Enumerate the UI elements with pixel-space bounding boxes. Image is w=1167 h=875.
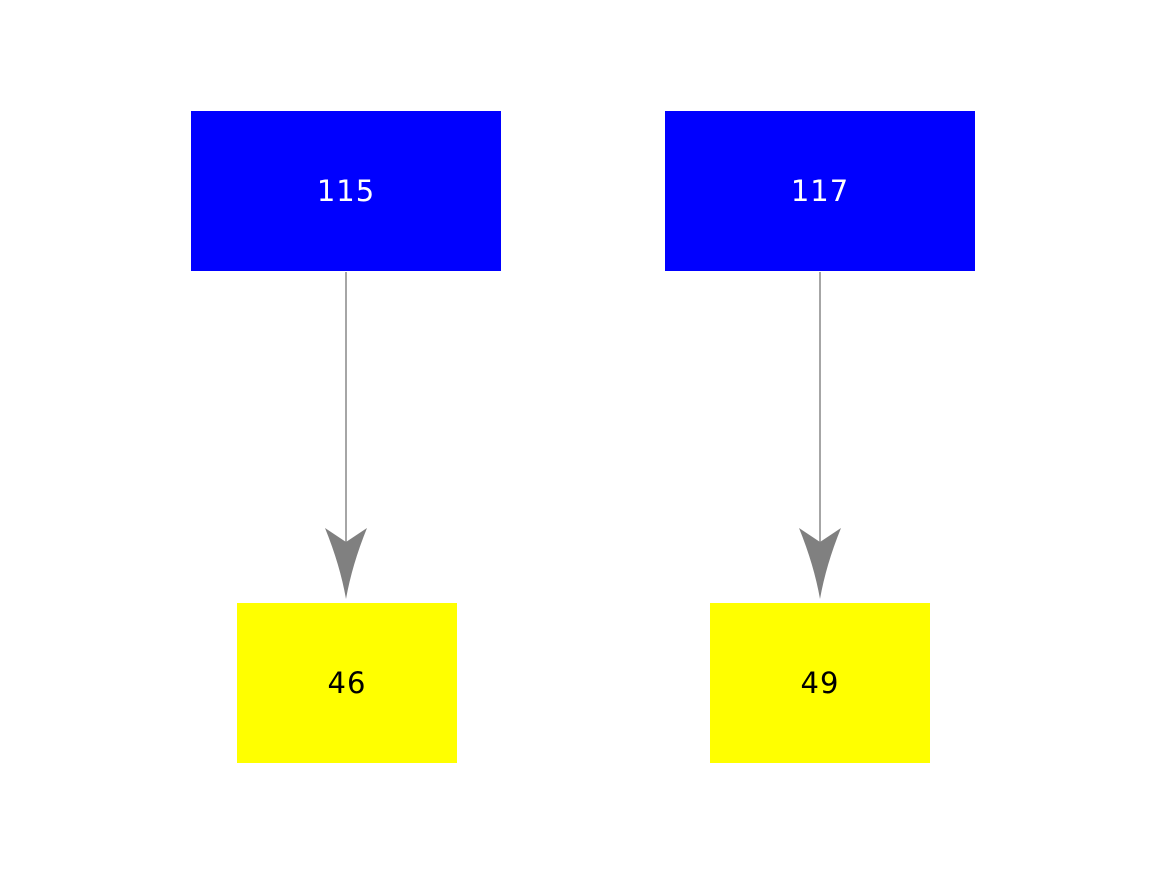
edge-117-to-49 (799, 272, 841, 599)
edge-115-to-46 (325, 272, 367, 599)
arrowhead-down-icon (799, 528, 841, 599)
node-label: 117 (790, 173, 850, 208)
node-label: 46 (327, 665, 367, 700)
node-115: 115 (191, 111, 501, 271)
node-label: 49 (800, 665, 840, 700)
node-49: 49 (710, 603, 930, 763)
node-label: 115 (316, 173, 376, 208)
node-117: 117 (665, 111, 975, 271)
arrowhead-down-icon (325, 528, 367, 599)
node-46: 46 (237, 603, 457, 763)
